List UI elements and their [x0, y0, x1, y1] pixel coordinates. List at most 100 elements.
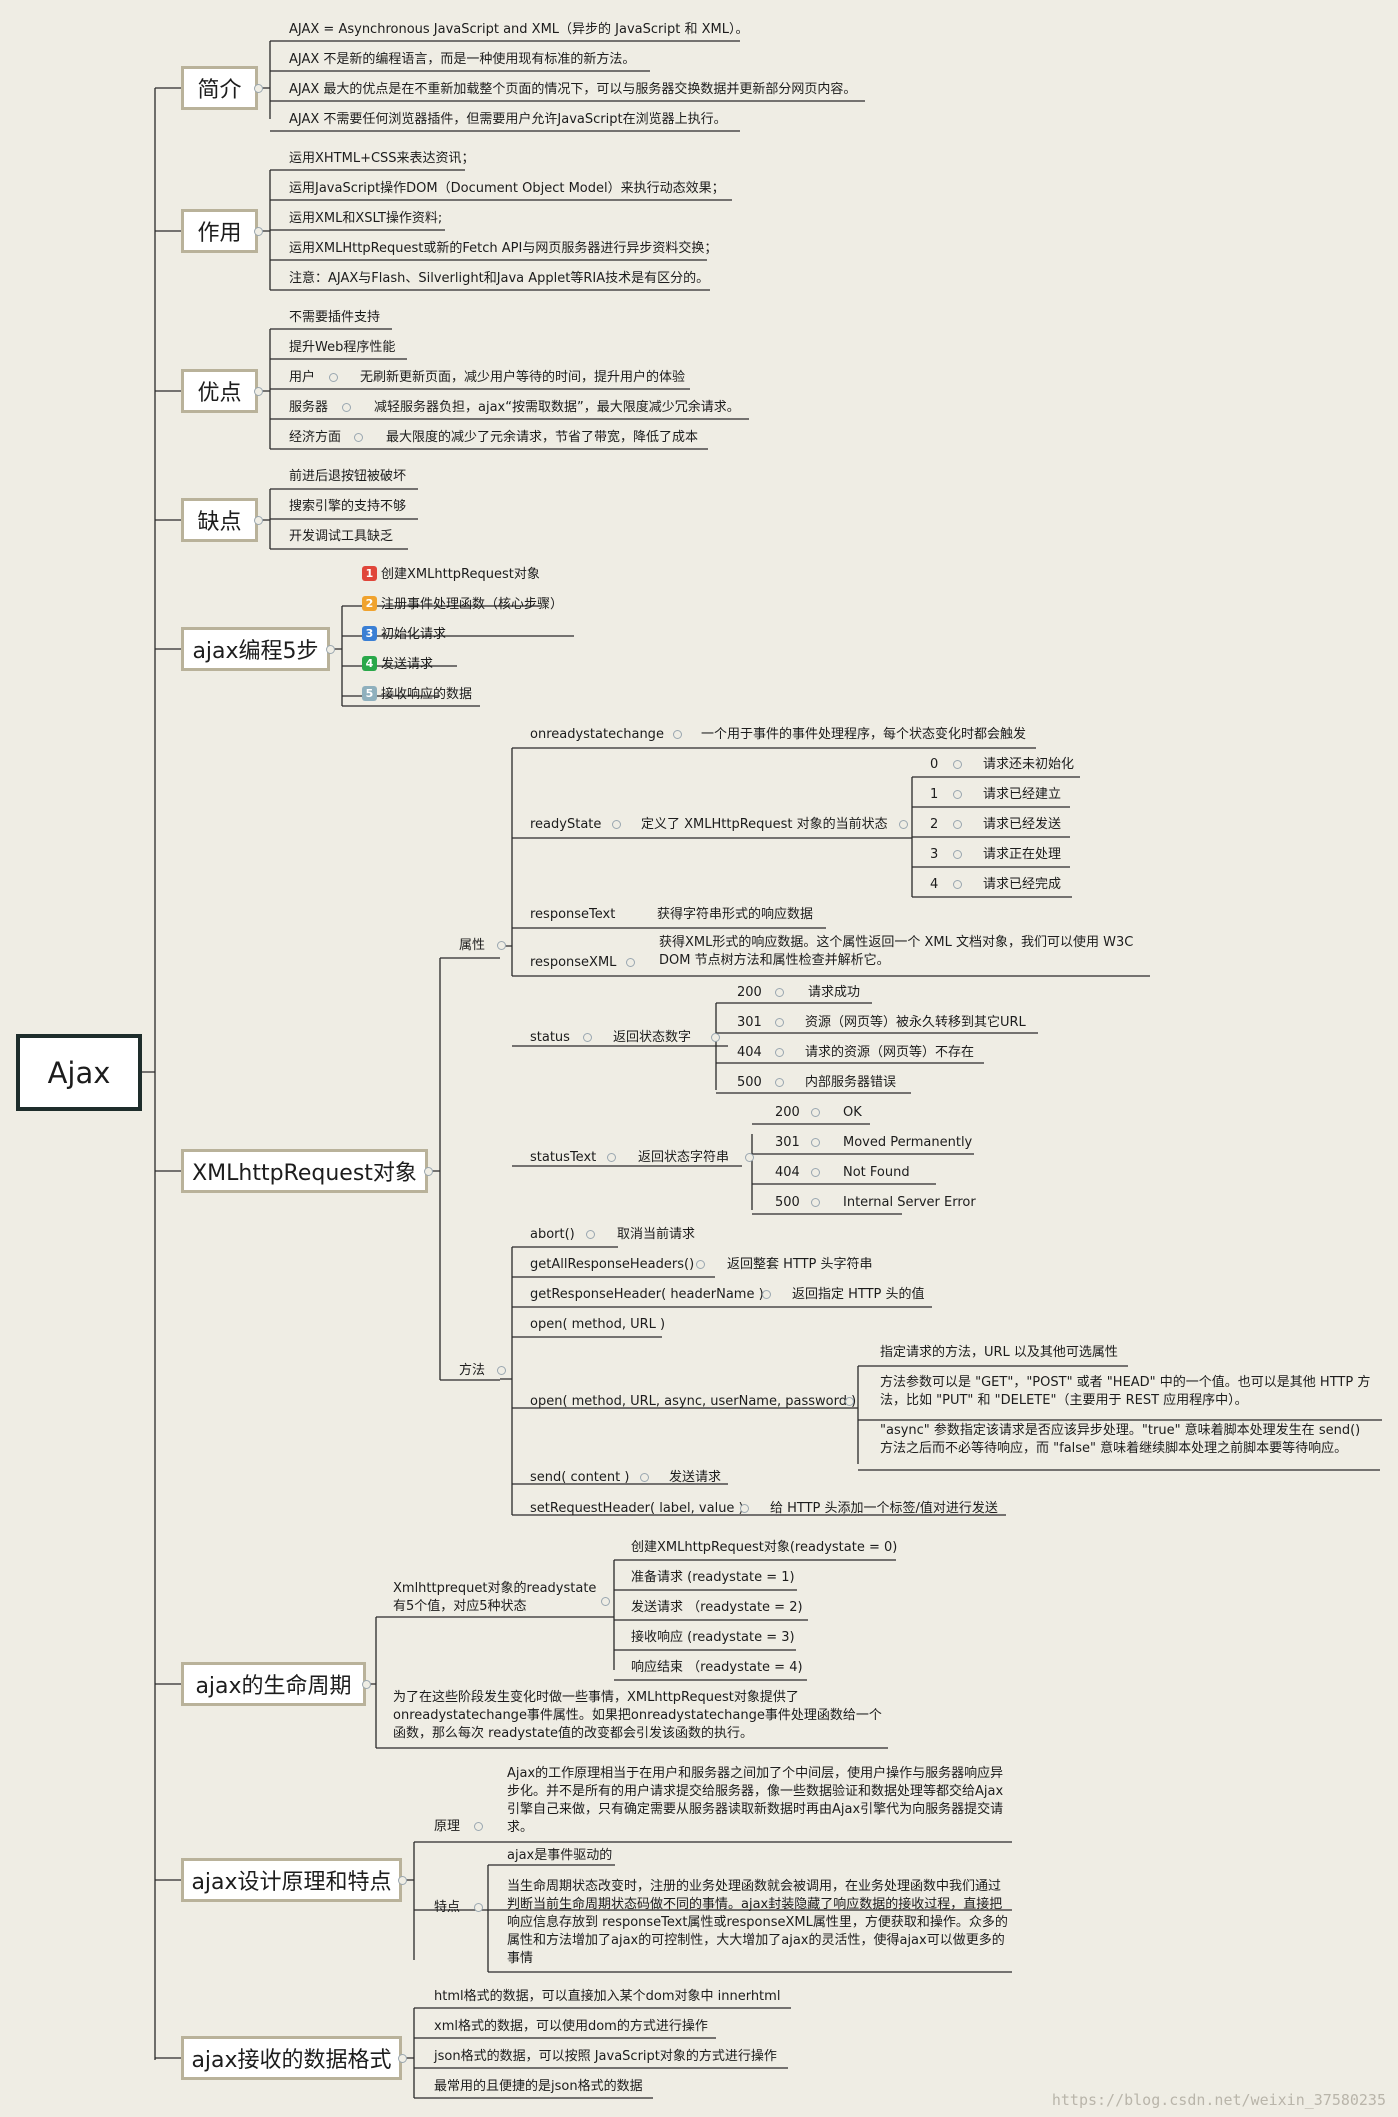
pros-item: 用户: [289, 370, 316, 385]
collapse-dot-icon[interactable]: [607, 1153, 616, 1162]
format-item: html格式的数据，可以直接加入某个dom对象中 innerhtml: [434, 1989, 781, 2004]
collapse-dot-icon[interactable]: [775, 1078, 784, 1087]
collapse-dot-icon[interactable]: [673, 730, 682, 739]
lifecycle-state: 准备请求 (readystate = 1): [631, 1570, 795, 1585]
branch-cons[interactable]: 缺点: [181, 498, 258, 542]
method-desc: 返回整套 HTTP 头字符串: [727, 1257, 873, 1272]
collapse-dot-icon[interactable]: [745, 1153, 754, 1162]
pros-item: 不需要插件支持: [289, 310, 381, 325]
collapse-dot-icon[interactable]: [601, 1597, 610, 1606]
root-node[interactable]: Ajax: [16, 1034, 142, 1111]
branch-lifecycle-label: ajax的生命周期: [195, 1674, 352, 1699]
lifecycle-state: 响应结束 （readystate = 4): [631, 1660, 803, 1675]
branch-steps[interactable]: ajax编程5步: [181, 627, 330, 671]
design-principle-label: 原理: [434, 1819, 461, 1834]
branch-formats[interactable]: ajax接收的数据格式: [181, 2036, 402, 2080]
open-detail: "async" 参数指定该请求是否应该异步处理。"true" 意味着脚本处理发生…: [880, 1423, 1361, 1456]
branch-design[interactable]: ajax设计原理和特点: [181, 1858, 402, 1902]
branch-intro[interactable]: 简介: [181, 66, 258, 110]
collapse-dot-icon[interactable]: [497, 941, 506, 950]
collapse-dot-icon[interactable]: [811, 1138, 820, 1147]
collapse-dot-icon[interactable]: [474, 1822, 483, 1831]
collapse-dot-icon[interactable]: [586, 1230, 595, 1239]
branch-xhr[interactable]: XMLhttpRequest对象: [181, 1149, 428, 1193]
collapse-dot-icon[interactable]: [953, 880, 962, 889]
prop-name: responseText: [530, 907, 616, 922]
collapse-dot-icon[interactable]: [811, 1198, 820, 1207]
status-text: 请求的资源（网页等）不存在: [805, 1045, 975, 1060]
state-code: 4: [930, 877, 939, 892]
method-name: send( content ): [530, 1470, 630, 1485]
collapse-dot-icon[interactable]: [254, 227, 263, 236]
cons-item: 前进后退按钮被破坏: [289, 469, 407, 484]
collapse-dot-icon[interactable]: [497, 1366, 506, 1375]
branch-role[interactable]: 作用: [181, 209, 258, 253]
collapse-dot-icon[interactable]: [811, 1108, 820, 1117]
format-item: json格式的数据，可以按照 JavaScript对象的方式进行操作: [434, 2049, 777, 2064]
lifecycle-state: 创建XMLhttpRequest对象(readystate = 0): [631, 1540, 898, 1555]
collapse-dot-icon[interactable]: [775, 988, 784, 997]
collapse-dot-icon[interactable]: [424, 1167, 433, 1176]
collapse-dot-icon[interactable]: [953, 790, 962, 799]
status-code: 301: [737, 1015, 762, 1030]
collapse-dot-icon[interactable]: [583, 1033, 592, 1042]
collapse-dot-icon[interactable]: [326, 645, 335, 654]
step-number-badge: 4: [362, 656, 377, 671]
collapse-dot-icon[interactable]: [254, 84, 263, 93]
branch-design-label: ajax设计原理和特点: [191, 1870, 392, 1895]
collapse-dot-icon[interactable]: [329, 373, 338, 382]
prop-name: status: [530, 1030, 570, 1045]
method-desc: 取消当前请求: [617, 1227, 696, 1242]
cons-item: 开发调试工具缺乏: [289, 529, 394, 544]
state-code: 0: [930, 757, 939, 772]
collapse-dot-icon[interactable]: [953, 820, 962, 829]
collapse-dot-icon[interactable]: [398, 1876, 407, 1885]
prop-name: readyState: [530, 817, 602, 832]
status-code: 301: [775, 1135, 800, 1150]
collapse-dot-icon[interactable]: [775, 1048, 784, 1057]
collapse-dot-icon[interactable]: [354, 433, 363, 442]
branch-pros[interactable]: 优点: [181, 369, 258, 413]
state-code: 1: [930, 787, 939, 802]
method-desc: 发送请求: [669, 1470, 722, 1485]
state-text: 请求已经建立: [983, 787, 1062, 802]
intro-item: AJAX 不是新的编程语言，而是一种使用现有标准的新方法。: [289, 52, 636, 67]
collapse-dot-icon[interactable]: [740, 1504, 749, 1513]
collapse-dot-icon[interactable]: [626, 958, 635, 967]
collapse-dot-icon[interactable]: [696, 1260, 705, 1269]
method-name: open( method, URL, async, userName, pass…: [530, 1394, 857, 1409]
collapse-dot-icon[interactable]: [640, 1473, 649, 1482]
role-item: 运用JavaScript操作DOM（Document Object Model）…: [289, 181, 725, 196]
pros-detail: 最大限度的减少了元余请求，节省了带宽，降低了成本: [386, 430, 699, 445]
step-number-badge: 1: [362, 566, 377, 581]
collapse-dot-icon[interactable]: [811, 1168, 820, 1177]
collapse-dot-icon[interactable]: [362, 1680, 371, 1689]
pros-item: 经济方面: [289, 430, 342, 445]
collapse-dot-icon[interactable]: [342, 403, 351, 412]
collapse-dot-icon[interactable]: [953, 850, 962, 859]
format-item: 最常用的且便捷的是json格式的数据: [434, 2079, 643, 2094]
collapse-dot-icon[interactable]: [711, 1033, 720, 1042]
branch-lifecycle[interactable]: ajax的生命周期: [181, 1662, 366, 1706]
collapse-dot-icon[interactable]: [775, 1018, 784, 1027]
collapse-dot-icon[interactable]: [612, 820, 621, 829]
status-code: 404: [775, 1165, 800, 1180]
prop-name: responseXML: [530, 955, 617, 970]
step-number-badge: 3: [362, 626, 377, 641]
collapse-dot-icon[interactable]: [398, 2054, 407, 2063]
collapse-dot-icon[interactable]: [953, 760, 962, 769]
collapse-dot-icon[interactable]: [845, 1397, 854, 1406]
method-name: open( method, URL ): [530, 1317, 666, 1332]
open-detail: 指定请求的方法，URL 以及其他可选属性: [880, 1345, 1118, 1360]
collapse-dot-icon[interactable]: [899, 820, 908, 829]
status-text: OK: [843, 1105, 862, 1120]
collapse-dot-icon[interactable]: [254, 387, 263, 396]
collapse-dot-icon[interactable]: [254, 516, 263, 525]
collapse-dot-icon[interactable]: [762, 1290, 771, 1299]
status-code: 200: [737, 985, 762, 1000]
pros-detail: 减轻服务器负担，ajax“按需取数据”，最大限度减少冗余请求。: [374, 400, 740, 415]
collapse-dot-icon[interactable]: [474, 1903, 483, 1912]
